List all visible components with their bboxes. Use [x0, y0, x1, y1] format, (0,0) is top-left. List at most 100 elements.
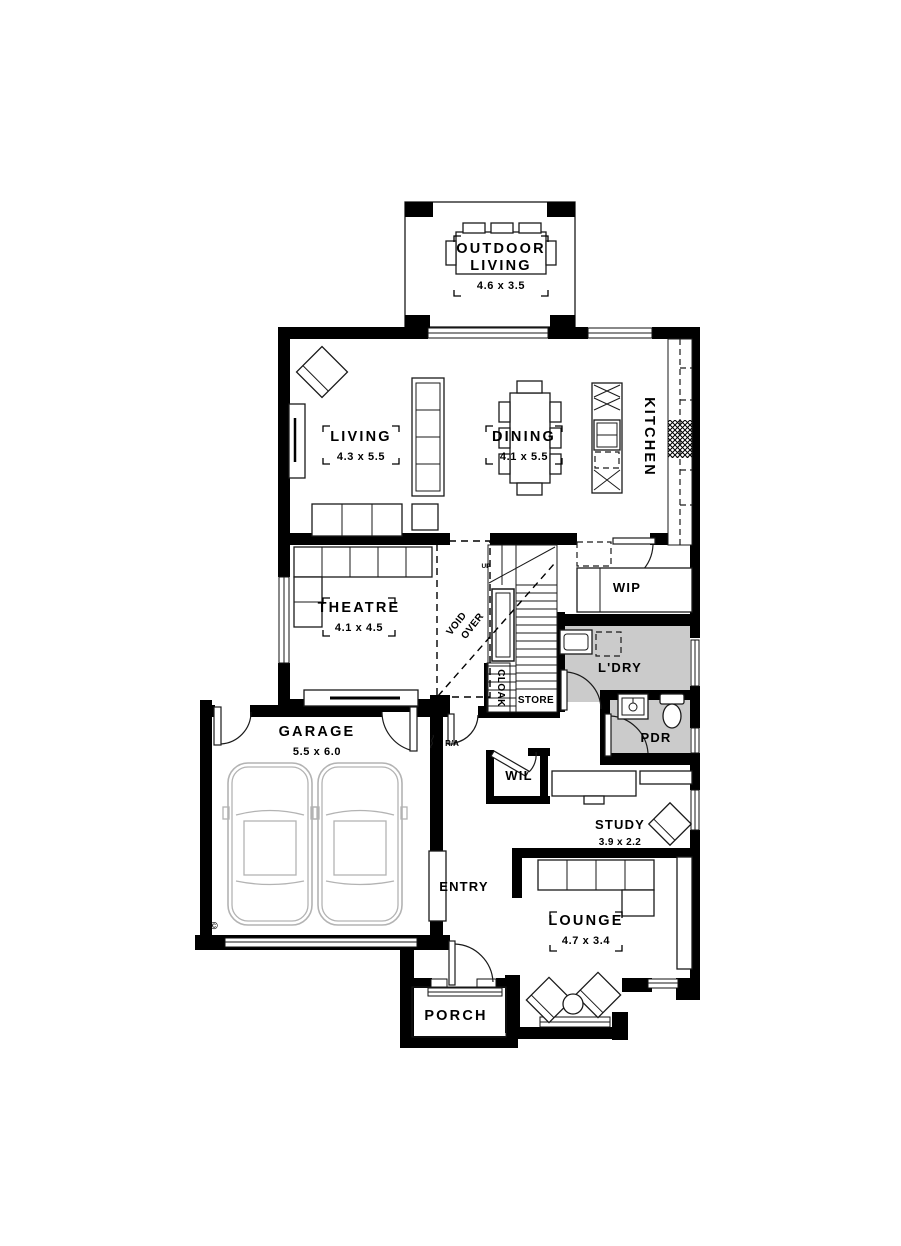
chair	[498, 401, 511, 423]
wip-label: WIP	[613, 580, 641, 595]
kitchen-bench	[667, 338, 693, 546]
wil-door	[490, 750, 537, 778]
lounge-furniture	[525, 856, 693, 1024]
theatre-tv-cabinet	[303, 689, 419, 707]
garage-side-door-right	[381, 706, 418, 752]
window	[690, 727, 700, 754]
study-size: 3.9 x 2.2	[599, 837, 642, 848]
study-label: STUDY	[595, 817, 645, 832]
garage-door	[224, 937, 418, 948]
chair	[445, 240, 457, 266]
shelf	[639, 770, 693, 785]
theatre-furniture	[293, 546, 433, 707]
dining-size: 4.1 x 5.5	[500, 451, 548, 463]
theatre-label: THEATRE	[318, 600, 401, 616]
garage-size: 5.5 x 6.0	[293, 746, 341, 758]
occasional-chair	[525, 976, 573, 1024]
kitchen-label: KITCHEN	[641, 397, 657, 477]
outdoor-furniture	[445, 222, 557, 275]
kitchen-fixtures	[576, 338, 693, 567]
stair-treads	[488, 584, 557, 707]
chair	[490, 222, 514, 234]
powder-door	[604, 713, 649, 757]
hall-cabinet	[428, 850, 447, 922]
desk-chair	[647, 801, 693, 847]
kitchen-island	[591, 382, 623, 494]
side-table	[411, 503, 439, 531]
powder-label: PDR	[640, 730, 671, 745]
occasional-chair	[574, 971, 622, 1019]
chair	[518, 222, 542, 234]
armchair	[295, 345, 349, 399]
windows	[224, 327, 700, 1028]
living-size: 4.3 x 5.5	[337, 451, 385, 463]
wip-fixtures	[576, 567, 693, 613]
desk	[551, 770, 637, 805]
chair	[516, 380, 543, 394]
window	[539, 1016, 611, 1028]
chair	[498, 427, 511, 449]
wil-label: WIL	[505, 768, 532, 783]
porch-step	[427, 987, 503, 997]
laundry-label: L'DRY	[598, 660, 642, 675]
chair	[549, 401, 562, 423]
chair	[549, 427, 562, 449]
lounge-sofa	[537, 859, 655, 917]
living-label: LIVING	[330, 429, 392, 445]
entry-label: ENTRY	[439, 879, 489, 894]
dining-label: DINING	[492, 429, 556, 445]
car	[222, 762, 318, 926]
lounge-label: LOUNGE	[548, 913, 623, 929]
store-label: STORE	[518, 695, 554, 706]
outdoor-table	[455, 231, 547, 275]
return-air-label: R/A	[445, 739, 459, 748]
window	[647, 978, 679, 989]
stairs	[486, 544, 558, 713]
stairs-up-label: UP	[481, 563, 491, 570]
stair-handrail	[491, 588, 515, 662]
bookshelf	[411, 377, 445, 497]
tv-unit	[288, 403, 306, 479]
chair	[462, 222, 486, 234]
theatre-sofa	[293, 546, 433, 628]
window	[690, 789, 700, 831]
chair	[498, 453, 511, 475]
cloak-closet	[486, 662, 511, 713]
outdoor-living-structure	[404, 201, 576, 329]
outdoor-living-label-2: LIVING	[470, 258, 532, 274]
cloak-label: CLOAK	[495, 669, 506, 707]
laundry-fixtures	[559, 629, 622, 657]
porch-slab	[411, 986, 507, 1038]
copyright-mark: ©	[210, 921, 218, 932]
laundry-door-opening	[690, 639, 700, 687]
garage-label: GARAGE	[279, 724, 356, 740]
garage-side-door-left	[213, 706, 252, 746]
sofa	[311, 503, 403, 537]
laundry-trough	[559, 629, 593, 655]
chair	[545, 240, 557, 266]
dimension-ticks	[322, 235, 623, 952]
window	[587, 327, 653, 339]
washer-space	[595, 631, 622, 657]
entry-sidelight	[430, 978, 448, 988]
porch-label: PORCH	[424, 1008, 487, 1024]
toilet	[659, 693, 685, 729]
hall-door	[447, 713, 479, 745]
dining-furniture	[498, 380, 562, 496]
pantry-hatch	[668, 420, 692, 458]
outdoor-living-label-1: OUTDOOR	[456, 241, 546, 257]
room-labels: OUTDOOR LIVING 4.6 x 3.5 LIVING 4.3 x 5.…	[210, 241, 671, 1024]
return-air-mark	[430, 734, 434, 749]
powder-fixtures	[617, 693, 685, 729]
vanity-basin	[617, 693, 649, 720]
void-over	[436, 540, 555, 698]
front-entry-door	[448, 940, 494, 986]
window	[427, 327, 549, 339]
window	[278, 576, 290, 664]
lounge-size: 4.7 x 3.4	[562, 935, 610, 947]
laundry-door	[560, 669, 602, 711]
car	[312, 762, 408, 926]
fridge-space	[576, 541, 612, 567]
